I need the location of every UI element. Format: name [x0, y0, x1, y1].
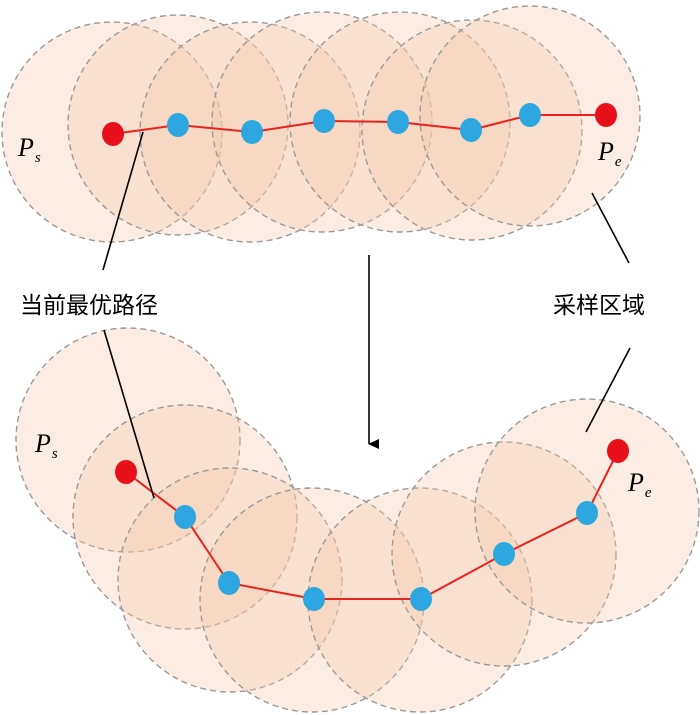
bottom-start-node	[115, 460, 137, 484]
region-leader-top	[591, 192, 630, 264]
top-node-4	[387, 110, 409, 134]
bottom-current-best-path	[125, 450, 619, 600]
top-start-node	[102, 122, 124, 146]
bottom-node-2	[218, 571, 240, 595]
bottom-node-3	[303, 587, 325, 611]
bottom-start-label: Ps	[34, 429, 58, 462]
best-path-leader-bottom	[103, 329, 155, 499]
bottom-end-label: Pe	[627, 468, 652, 501]
current-best-path-label: 当前最优路径	[20, 293, 158, 319]
bottom-node-1	[174, 505, 196, 529]
bottom-sampling-regions	[15, 327, 700, 713]
top-node-5	[460, 118, 482, 142]
top-end-label: Pe	[597, 137, 622, 170]
top-node-1	[167, 113, 189, 137]
region-leader-bottom	[585, 347, 631, 433]
bottom-node-5	[493, 542, 515, 566]
bottom-region-1	[15, 327, 241, 553]
top-node-6	[519, 103, 541, 127]
bottom-path-nodes	[115, 439, 629, 611]
top-path-nodes	[102, 103, 617, 146]
top-node-2	[241, 120, 263, 144]
top-node-3	[313, 109, 335, 133]
best-path-leader-top	[102, 131, 144, 271]
sampling-region-label: 采样区域	[553, 293, 645, 319]
bottom-end-node	[607, 439, 629, 463]
top-end-node	[595, 103, 617, 127]
bottom-node-4	[410, 587, 432, 611]
top-start-label: Ps	[17, 133, 41, 166]
bottom-node-6	[576, 501, 598, 525]
